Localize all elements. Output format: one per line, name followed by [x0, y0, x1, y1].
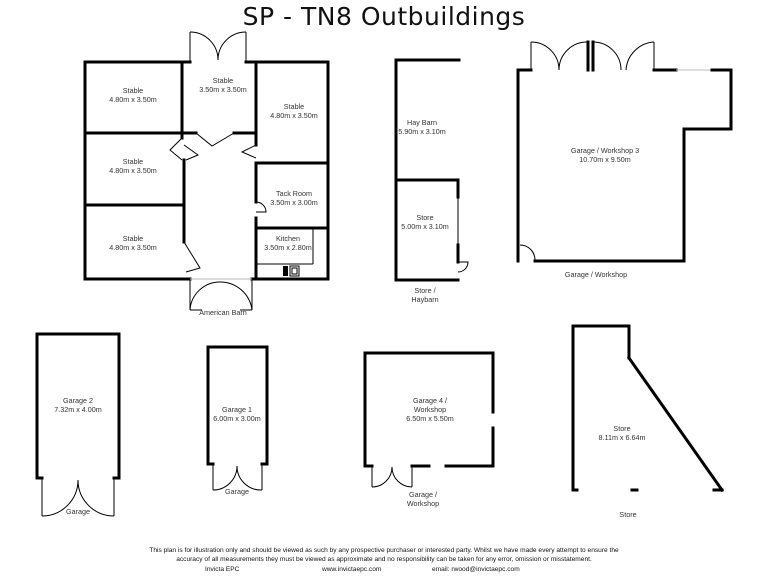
- disclaimer-line-1: This plan is for illustration only and s…: [149, 547, 619, 554]
- garage-2-walls: [35, 332, 121, 517]
- email-link[interactable]: email: rwood@invictaepc.com: [432, 566, 520, 573]
- american-barn-walls: [83, 31, 330, 311]
- page-title: SP - TN8 Outbuildings: [242, 2, 526, 31]
- garage-workshop-3-walls: [516, 40, 733, 263]
- building-caption-store: Store: [619, 510, 637, 519]
- building-caption-store-haybarn: Store /Haybarn: [411, 286, 439, 304]
- garage-1-walls: [206, 345, 269, 491]
- building-caption-garage-4: Garage /Workshop: [406, 490, 440, 508]
- disclaimer-line-2: accuracy of all measurements they must b…: [176, 556, 592, 563]
- building-caption-garage-workshop: Garage / Workshop: [564, 270, 628, 279]
- store-walls: [571, 324, 725, 493]
- building-caption-garage-2: Garage: [66, 507, 90, 516]
- building-caption-american-barn: American Barn: [199, 308, 247, 317]
- building-caption-garage-1: Garage: [225, 487, 249, 496]
- store-haybarn-walls: [394, 58, 469, 282]
- company-name: Invicta EPC: [205, 566, 240, 573]
- website-link[interactable]: www.invictaepc.com: [322, 566, 382, 573]
- garage-4-walls: [363, 351, 495, 488]
